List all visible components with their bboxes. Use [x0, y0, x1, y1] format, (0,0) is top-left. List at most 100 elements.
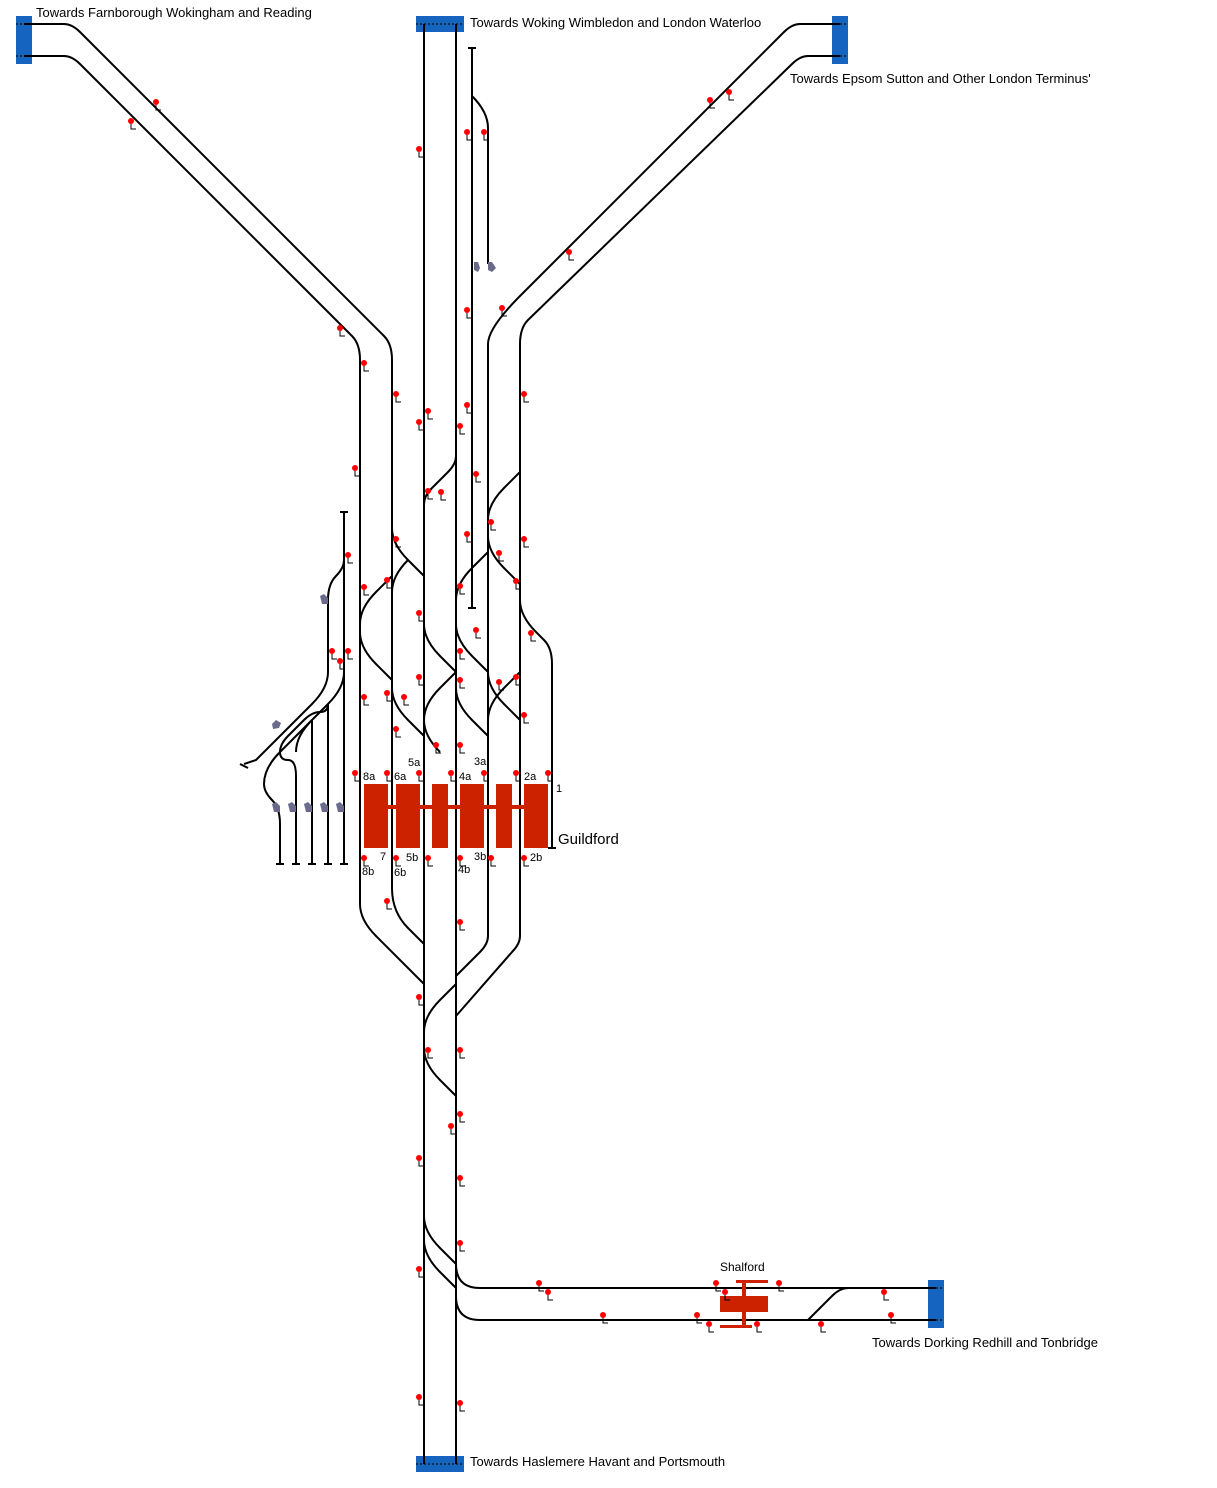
signal-light[interactable]: [345, 648, 351, 654]
signal-light[interactable]: [521, 536, 527, 542]
signal-light[interactable]: [754, 1321, 760, 1327]
signal-light[interactable]: [473, 627, 479, 633]
signal-light[interactable]: [513, 770, 519, 776]
signal-light[interactable]: [464, 307, 470, 313]
signal-light[interactable]: [393, 855, 399, 861]
signal-light[interactable]: [464, 402, 470, 408]
signal-light[interactable]: [488, 519, 494, 525]
signal-light[interactable]: [457, 1175, 463, 1181]
signal-light[interactable]: [722, 1289, 728, 1295]
signal-light[interactable]: [425, 855, 431, 861]
signal-light[interactable]: [457, 1400, 463, 1406]
signal-light[interactable]: [416, 674, 422, 680]
signal-post: [450, 1129, 456, 1135]
signal-light[interactable]: [457, 677, 463, 683]
signal-light[interactable]: [536, 1280, 542, 1286]
signal-light[interactable]: [481, 129, 487, 135]
signal-light[interactable]: [488, 855, 494, 861]
signal-light[interactable]: [457, 648, 463, 654]
signal-light[interactable]: [481, 770, 487, 776]
signal-light[interactable]: [818, 1321, 824, 1327]
signal-light[interactable]: [448, 1123, 454, 1129]
signal-light[interactable]: [694, 1312, 700, 1318]
signal-light[interactable]: [337, 658, 343, 664]
signal-light[interactable]: [438, 489, 444, 495]
signal-light[interactable]: [726, 89, 732, 95]
signal-light[interactable]: [416, 1155, 422, 1161]
signal-light[interactable]: [361, 584, 367, 590]
signal-light[interactable]: [352, 770, 358, 776]
signal-light[interactable]: [416, 146, 422, 152]
signal-light[interactable]: [545, 770, 551, 776]
signal-light[interactable]: [416, 1266, 422, 1272]
signal-light[interactable]: [464, 129, 470, 135]
buffer-icon: [272, 720, 281, 729]
signal-light[interactable]: [776, 1280, 782, 1286]
signal-light[interactable]: [521, 855, 527, 861]
signal-light[interactable]: [384, 770, 390, 776]
signal-post: [395, 732, 401, 738]
signal-light[interactable]: [433, 742, 439, 748]
signal-light[interactable]: [153, 99, 159, 105]
signal-light[interactable]: [416, 1394, 422, 1400]
signal-light[interactable]: [401, 694, 407, 700]
signal-light[interactable]: [457, 1047, 463, 1053]
signal-light[interactable]: [513, 578, 519, 584]
signal-light[interactable]: [496, 679, 502, 685]
signal-light[interactable]: [352, 465, 358, 471]
signal-light[interactable]: [337, 325, 343, 331]
signal-light[interactable]: [496, 550, 502, 556]
signal-light[interactable]: [545, 1289, 551, 1295]
signal-light[interactable]: [473, 471, 479, 477]
signal-light[interactable]: [457, 1111, 463, 1117]
signal-light[interactable]: [361, 360, 367, 366]
signal-post: [347, 558, 353, 564]
signal-light[interactable]: [416, 610, 422, 616]
signal-light[interactable]: [425, 1047, 431, 1053]
signal-light[interactable]: [416, 994, 422, 1000]
signal-light[interactable]: [393, 536, 399, 542]
signal-light[interactable]: [393, 726, 399, 732]
signal-light[interactable]: [416, 770, 422, 776]
signal-light[interactable]: [457, 1240, 463, 1246]
boundary-epsom[interactable]: [832, 16, 848, 64]
signal-light[interactable]: [707, 97, 713, 103]
signal-light[interactable]: [384, 898, 390, 904]
signal-light[interactable]: [457, 855, 463, 861]
signal-light[interactable]: [499, 305, 505, 311]
shalford-platforms[interactable]: [720, 1280, 768, 1328]
signal-light[interactable]: [513, 674, 519, 680]
crossover-j: [487, 471, 521, 521]
signal-light[interactable]: [521, 712, 527, 718]
signal-light[interactable]: [457, 742, 463, 748]
signal-light[interactable]: [457, 423, 463, 429]
signal-post: [386, 696, 392, 702]
signal-light[interactable]: [464, 531, 470, 537]
signal-light[interactable]: [566, 249, 572, 255]
signal-light[interactable]: [457, 583, 463, 589]
signal-light[interactable]: [425, 408, 431, 414]
signal-light[interactable]: [425, 488, 431, 494]
signal-light[interactable]: [393, 391, 399, 397]
signal-light[interactable]: [888, 1312, 894, 1318]
signal-light[interactable]: [528, 630, 534, 636]
guildford-platforms[interactable]: [364, 784, 548, 848]
signal-light[interactable]: [361, 694, 367, 700]
boundary-farnborough[interactable]: [16, 16, 32, 64]
signal-light[interactable]: [457, 919, 463, 925]
signal-light[interactable]: [448, 770, 454, 776]
signal-light[interactable]: [384, 577, 390, 583]
signal-light[interactable]: [713, 1280, 719, 1286]
signal-light[interactable]: [706, 1321, 712, 1327]
signal-light[interactable]: [128, 118, 134, 124]
signal-light[interactable]: [345, 552, 351, 558]
boundary-dorking[interactable]: [928, 1280, 944, 1328]
signal-light[interactable]: [521, 391, 527, 397]
signal-light[interactable]: [361, 855, 367, 861]
signal-light[interactable]: [416, 419, 422, 425]
signal-light[interactable]: [600, 1312, 606, 1318]
signal-post: [354, 776, 360, 782]
signal-light[interactable]: [329, 648, 335, 654]
signal-light[interactable]: [384, 690, 390, 696]
signal-light[interactable]: [881, 1289, 887, 1295]
